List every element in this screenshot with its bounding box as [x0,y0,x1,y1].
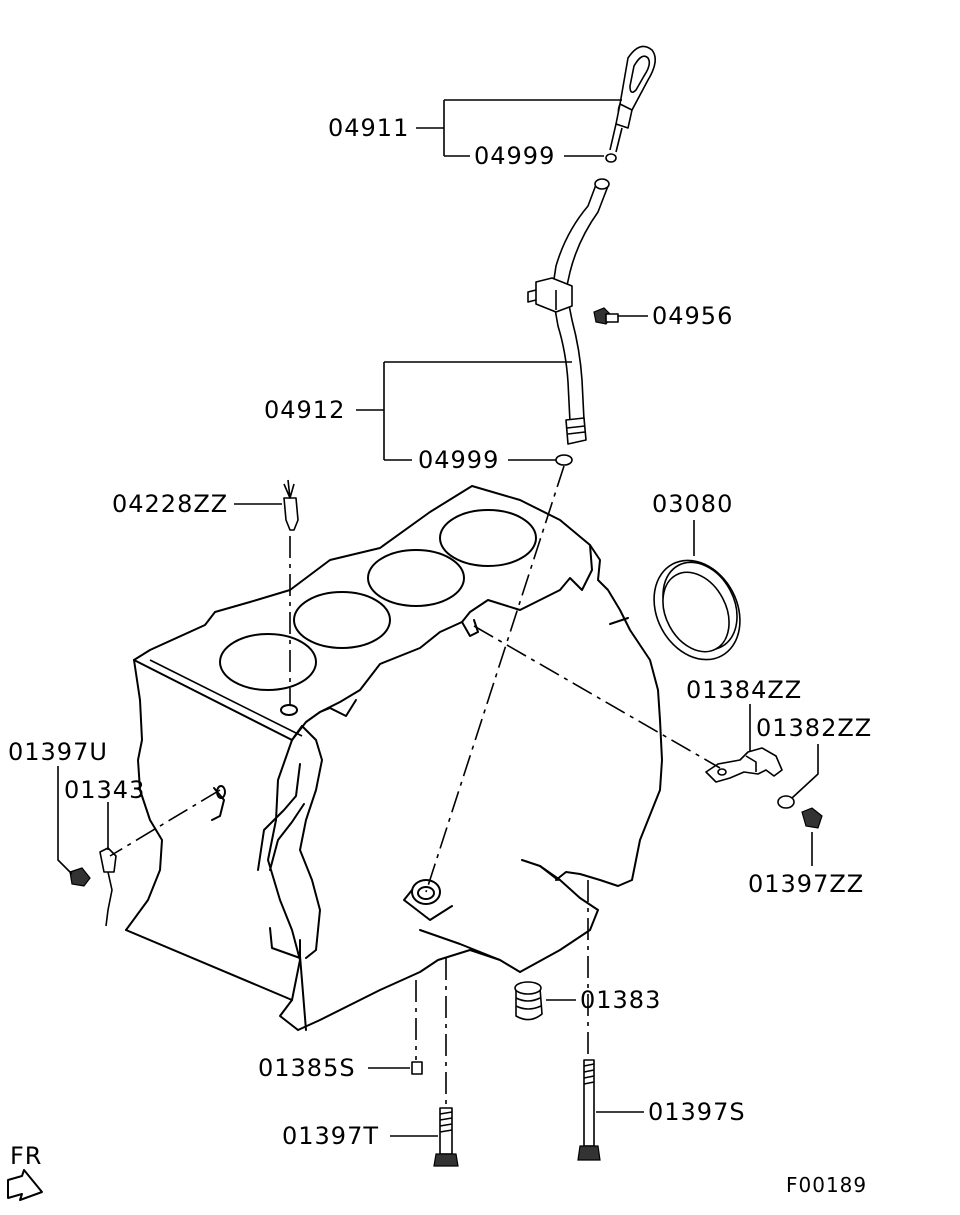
direction-label: FR [10,1142,42,1170]
o-ring-bottom [555,454,573,466]
label-01384zz: 01384ZZ [686,676,802,704]
oil-seal-part [653,559,741,661]
bracket-01343 [99,847,117,927]
guide-bolt [593,307,619,325]
label-01382zz: 01382ZZ [756,714,872,742]
assembly-lines [109,465,721,1106]
label-04956: 04956 [652,302,733,330]
label-04911: 04911 [328,114,409,142]
leader-lines [57,99,819,1137]
label-04228zz: 04228ZZ [112,490,228,518]
cylinder-block [125,485,663,1031]
label-01385s: 01385S [258,1054,356,1082]
label-01397t: 01397T [282,1122,379,1150]
plug-01383 [514,981,543,1021]
front-arrow-icon [7,1169,43,1201]
o-ring-top [605,153,617,163]
bolt-01397zz [801,807,823,829]
bolt-01397s [577,1059,601,1161]
stud-04228zz [283,479,299,531]
label-04912: 04912 [264,396,345,424]
label-04999-bottom: 04999 [418,446,499,474]
bolt-01397u [69,867,91,887]
label-01383: 01383 [580,986,661,1014]
label-03080: 03080 [652,490,733,518]
figure-code: F00189 [786,1173,867,1197]
washer-part [777,795,795,809]
label-01343: 01343 [64,776,145,804]
bolt-01397t [433,1107,459,1167]
bracket-part [705,747,783,783]
label-01397u: 01397U [8,738,108,766]
label-01397s: 01397S [648,1098,746,1126]
plug-01385s [411,1061,423,1075]
label-01397zz: 01397ZZ [748,870,864,898]
dipstick-part [609,45,656,153]
label-04999-top: 04999 [474,142,555,170]
